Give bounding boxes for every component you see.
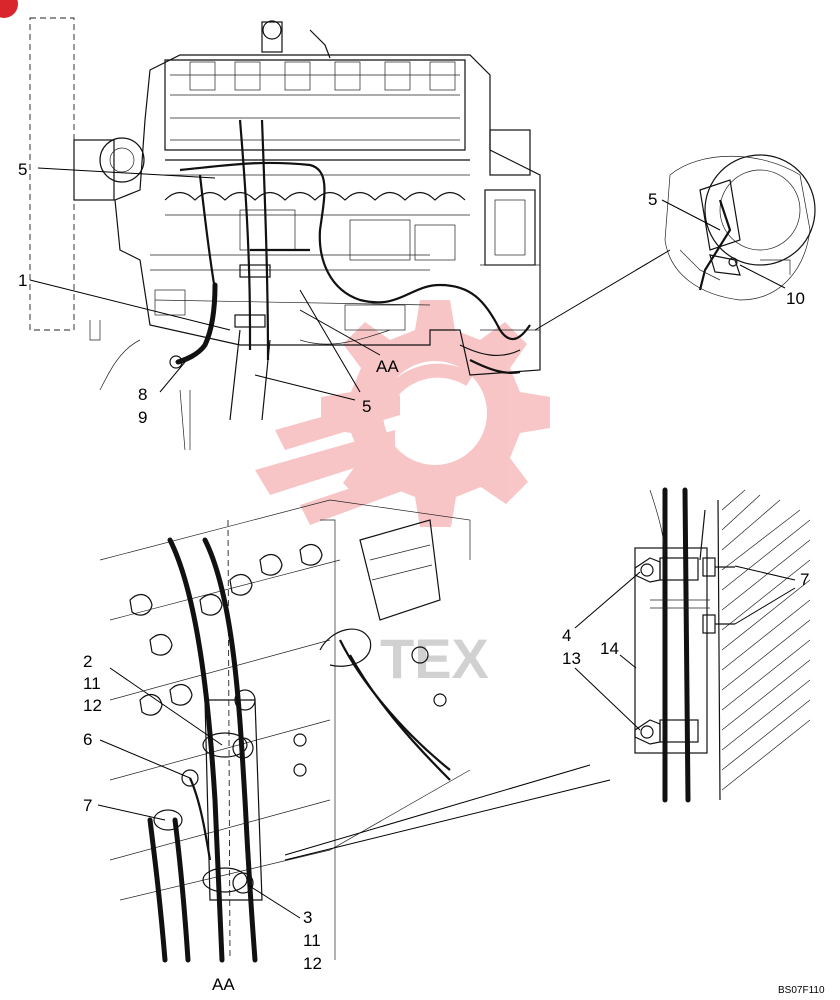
engine-block-outline	[114, 54, 541, 376]
pulley	[99, 137, 145, 183]
radiator-outline	[29, 17, 75, 331]
wiring-harness	[179, 161, 531, 341]
callout-7-right: 7	[800, 570, 809, 589]
callout-2: 2	[83, 652, 92, 671]
callout-3: 3	[303, 908, 312, 927]
callout-5-mid: 5	[362, 397, 371, 416]
callout-5-detail: 5	[648, 190, 657, 209]
callout-aa-top: AA	[376, 357, 399, 376]
watermark-gear-logo	[255, 300, 550, 527]
callout-12-b: 12	[303, 954, 322, 973]
callout-10: 10	[786, 289, 805, 308]
detail-leader-line	[534, 249, 671, 331]
figure-code: BS07F110	[778, 985, 825, 996]
callout-9: 9	[138, 408, 147, 427]
intake-manifold	[164, 191, 466, 201]
detail-view-connector	[664, 154, 816, 301]
callout-11-b: 11	[303, 931, 321, 950]
callout-13: 13	[562, 649, 581, 668]
fuel-pump	[349, 219, 411, 261]
callout-labels: 5 1 8 9 AA 5 5 10 2 11 12 6 7 3 11 12 AA…	[18, 160, 825, 996]
bracket-plate	[634, 547, 708, 754]
callout-1: 1	[18, 271, 27, 290]
callout-11-a: 11	[83, 674, 101, 693]
engine-assembly	[29, 17, 541, 451]
corner-badge	[0, 0, 18, 18]
oil-filler-cap	[261, 21, 283, 53]
detail-clamp-view	[634, 487, 811, 803]
callout-aa-bottom: AA	[212, 975, 235, 994]
callout-12-a: 12	[83, 696, 102, 715]
callout-4: 4	[562, 626, 571, 645]
callout-14: 14	[600, 639, 619, 658]
ground-cable	[175, 282, 218, 365]
callout-8: 8	[138, 385, 147, 404]
callout-6: 6	[83, 730, 92, 749]
callout-7-left: 7	[83, 796, 92, 815]
callout-5-top: 5	[18, 160, 27, 179]
detail-aa-view	[99, 499, 471, 963]
watermark-text: TEX	[380, 627, 489, 690]
flywheel-housing-plate	[484, 189, 536, 266]
